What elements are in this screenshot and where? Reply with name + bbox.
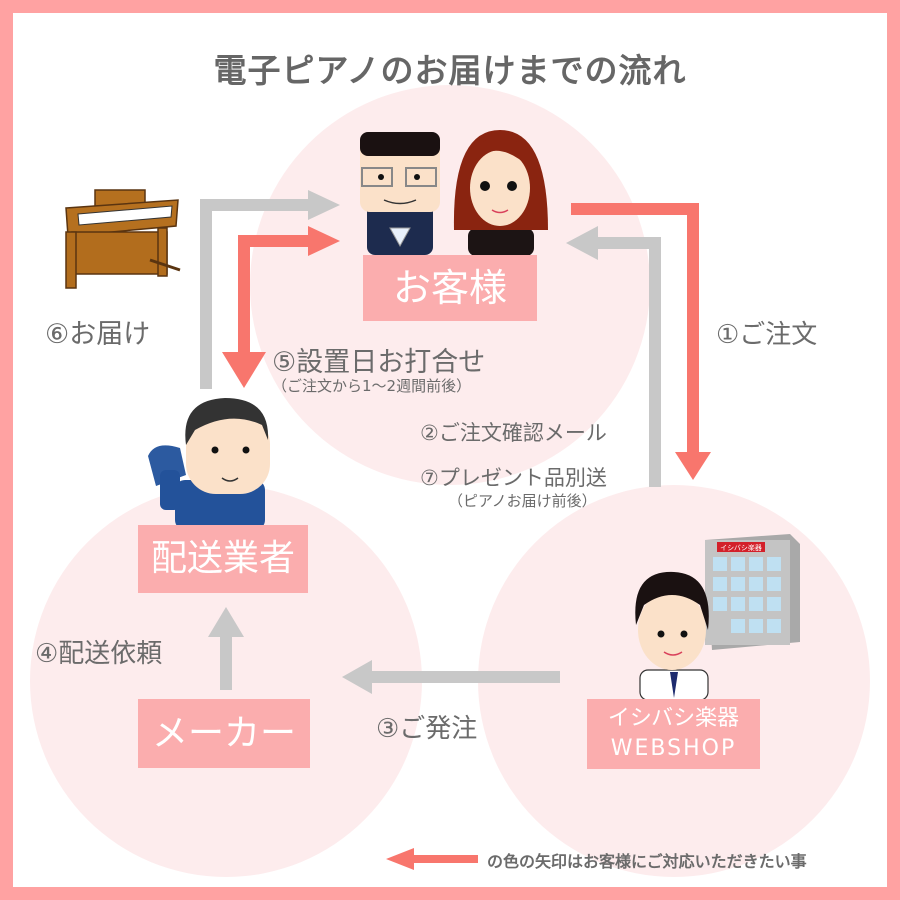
shop-label: イシバシ楽器 WEBSHOP <box>587 699 760 769</box>
page-title: 電子ピアノのお届けまでの流れ <box>213 51 687 90</box>
arrow-delivery <box>200 190 340 389</box>
maker-label: メーカー <box>138 699 310 768</box>
step-6-delivery: ⑥お届け <box>45 319 151 350</box>
svg-text:イシバシ楽器: イシバシ楽器 <box>720 543 762 552</box>
customer-label-text: お客様 <box>392 266 507 310</box>
step-2-confirmation-mail: ②ご注文確認メール <box>420 421 607 445</box>
step-7-note: （ピアノお届け前後） <box>448 492 597 510</box>
step-5-note: （ご注文から1〜2週間前後） <box>272 377 472 395</box>
shop-label-line2: WEBSHOP <box>610 736 737 761</box>
shop-staff-illustration: イシバシ楽器 <box>635 534 800 701</box>
step-5-installation: ⑤設置日お打合せ <box>272 347 486 378</box>
shop-label-line1: イシバシ楽器 <box>607 706 740 731</box>
step-4-delivery-request: ④配送依頼 <box>35 639 163 669</box>
step-1-order: ①ご注文 <box>716 320 818 350</box>
arrow-installation-date <box>222 226 340 388</box>
piano-illustration <box>65 189 181 289</box>
arrow-delivery-request <box>208 607 244 690</box>
legend-arrow <box>386 848 478 870</box>
legend-text: の色の矢印はお客様にご対応いただきたい事 <box>487 852 807 871</box>
customer-couple-illustration <box>360 130 548 256</box>
carrier-label-text: 配送業者 <box>150 538 295 579</box>
carrier-label: 配送業者 <box>138 525 308 593</box>
delivery-man-illustration <box>148 398 270 530</box>
customer-label: お客様 <box>363 255 537 321</box>
maker-label-text: メーカー <box>151 713 296 754</box>
arrow-purchase-order <box>342 660 560 694</box>
step-3-purchase-order: ③ご発注 <box>376 714 478 744</box>
step-7-gift: ⑦プレゼント品別送 <box>420 466 607 490</box>
arrow-order <box>571 203 711 480</box>
arrow-confirmation <box>566 226 661 487</box>
